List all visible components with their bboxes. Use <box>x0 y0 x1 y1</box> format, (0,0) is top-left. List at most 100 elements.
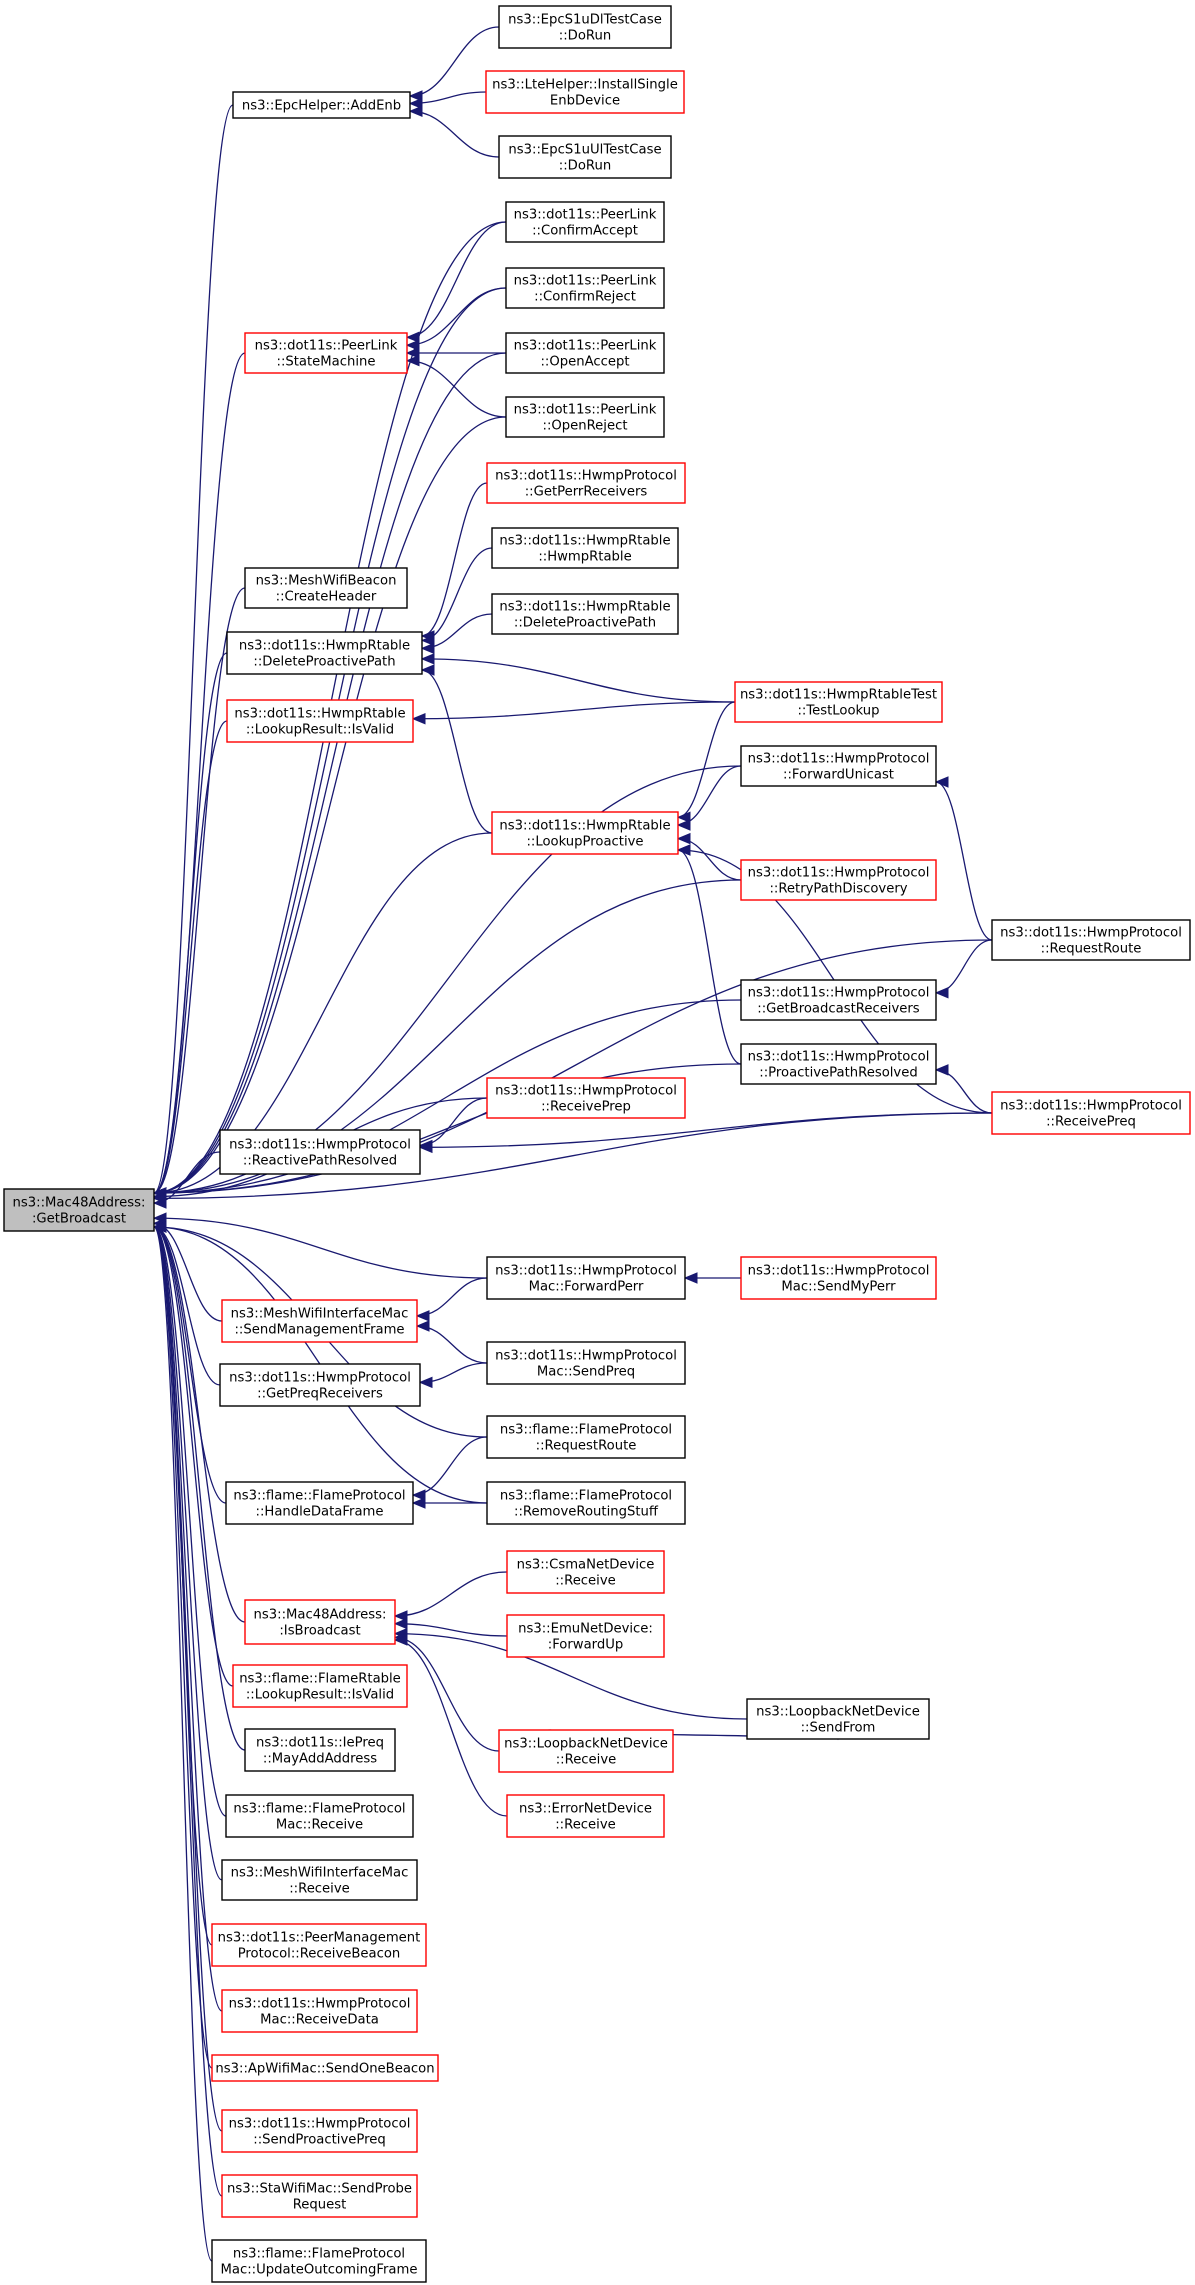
function-node[interactable]: ns3::flame::FlameRtable::LookupResult::I… <box>232 1664 408 1708</box>
arrowhead-icon <box>411 1489 426 1501</box>
node-box <box>3 1188 155 1232</box>
node-label: ::MayAddAddress <box>263 1752 377 1767</box>
function-node[interactable]: ns3::dot11s::HwmpProtocol::RetryPathDisc… <box>740 859 937 901</box>
node-label: ns3::dot11s::HwmpProtocol <box>495 469 677 484</box>
node-label: ::GetPerrReceivers <box>525 485 648 500</box>
call-edge <box>153 1226 223 2197</box>
node-box <box>498 5 672 49</box>
arrowhead-icon <box>415 1310 430 1322</box>
function-node[interactable]: ns3::dot11s::HwmpRtable::DeleteProactive… <box>226 631 423 675</box>
function-node[interactable]: ns3::dot11s::HwmpProtocol::GetBroadcastR… <box>740 979 937 1021</box>
function-node[interactable]: ns3::dot11s::HwmpRtable::DeleteProactive… <box>491 593 679 635</box>
function-node[interactable]: ns3::flame::FlameProtocol::HandleDataFra… <box>225 1481 414 1525</box>
node-label: ns3::dot11s::HwmpProtocol <box>495 1264 677 1279</box>
function-node[interactable]: ns3::dot11s::HwmpRtable::LookupResult::I… <box>226 699 414 743</box>
node-label: ns3::dot11s::HwmpProtocol <box>748 866 930 881</box>
node-label: ::Receive <box>556 1753 617 1768</box>
node-box <box>219 1129 421 1175</box>
node-label: ::RetryPathDiscovery <box>769 882 907 897</box>
function-node[interactable]: ns3::MeshWifiInterfaceMac::Receive <box>221 1859 418 1901</box>
node-label: ns3::dot11s::HwmpProtocol <box>229 1371 411 1386</box>
function-node[interactable]: ns3::flame::FlameProtocol::RequestRoute <box>486 1415 686 1459</box>
node-label: :GetBroadcast <box>32 1212 126 1227</box>
function-node[interactable]: ns3::EpcS1uDlTestCase::DoRun <box>498 5 672 49</box>
function-node[interactable]: ns3::dot11s::HwmpProtocol::RequestRoute <box>991 919 1191 961</box>
function-node[interactable]: ns3::MeshWifiInterfaceMac::SendManagemen… <box>221 1299 418 1343</box>
node-box <box>219 1363 421 1407</box>
node-label: ns3::dot11s::HwmpProtocol <box>495 1084 677 1099</box>
node-label: ::ReceivePreq <box>1046 1115 1136 1130</box>
node-box <box>491 527 679 569</box>
node-label: ::GetBroadcastReceivers <box>757 1002 920 1017</box>
node-label: ns3::ErrorNetDevice <box>519 1802 652 1817</box>
function-node[interactable]: ns3::LoopbackNetDevice::Receive <box>498 1729 674 1773</box>
call-edge <box>153 1226 234 1687</box>
node-label: ns3::flame::FlameProtocol <box>233 1489 405 1504</box>
node-box <box>221 2109 418 2153</box>
node-label: ::DeleteProactivePath <box>253 655 395 670</box>
node-label: ::ReactivePathResolved <box>243 1154 397 1169</box>
arrowhead-icon <box>393 1610 408 1622</box>
function-node[interactable]: ns3::dot11s::HwmpProtocol::GetPerrReceiv… <box>486 462 686 504</box>
function-node[interactable]: ns3::dot11s::HwmpRtable::HwmpRtable <box>491 527 679 569</box>
function-node[interactable]: ns3::dot11s::HwmpRtable::LookupProactive <box>491 811 679 855</box>
function-node[interactable]: ns3::dot11s::HwmpProtocolMac::ForwardPer… <box>486 1256 686 1300</box>
function-node[interactable]: ns3::ApWifiMac::SendOneBeacon <box>211 2054 439 2082</box>
node-box <box>498 135 672 179</box>
node-box <box>485 70 685 114</box>
node-box <box>505 396 665 438</box>
function-node[interactable]: ns3::dot11s::HwmpProtocol::ProactivePath… <box>740 1043 937 1085</box>
call-edge <box>406 287 507 346</box>
call-edge <box>153 652 228 1194</box>
function-node[interactable]: ns3::flame::FlameProtocol::RemoveRouting… <box>486 1481 686 1525</box>
node-box <box>486 462 686 504</box>
node-label: ns3::dot11s::HwmpRtable <box>239 639 410 654</box>
call-edge <box>406 221 507 338</box>
function-node[interactable]: ns3::ErrorNetDevice::Receive <box>506 1794 665 1838</box>
function-node[interactable]: ns3::dot11s::HwmpRtableTest::TestLookup <box>734 681 943 723</box>
call-edge <box>153 1217 488 1279</box>
node-box <box>740 859 937 901</box>
node-label: EnbDevice <box>550 94 620 109</box>
node-label: ns3::dot11s::HwmpProtocol <box>748 1264 930 1279</box>
function-node[interactable]: ns3::dot11s::PeerManagementProtocol::Rec… <box>211 1923 427 1967</box>
function-node[interactable]: ns3::EpcHelper::AddEnb <box>232 91 411 119</box>
function-node[interactable]: ns3::dot11s::HwmpProtocol::ReactivePathR… <box>219 1129 421 1175</box>
function-node[interactable]: ns3::dot11s::PeerLink::ConfirmAccept <box>505 201 665 243</box>
node-label: ns3::LoopbackNetDevice <box>504 1737 668 1752</box>
function-node[interactable]: ns3::dot11s::PeerLink::OpenReject <box>505 396 665 438</box>
call-edge <box>406 360 507 418</box>
arrowhead-icon <box>934 1064 949 1076</box>
function-node[interactable]: ns3::dot11s::HwmpProtocolMac::ReceiveDat… <box>221 1989 418 2033</box>
function-node[interactable]: ns3::MeshWifiBeacon::CreateHeader <box>244 567 408 609</box>
node-label: ns3::MeshWifiInterfaceMac <box>231 1307 409 1322</box>
function-node[interactable]: ns3::dot11s::PeerLink::StateMachine <box>244 332 408 374</box>
function-node[interactable]: ns3::EpcS1uUlTestCase::DoRun <box>498 135 672 179</box>
node-box <box>486 1256 686 1300</box>
function-node[interactable]: ns3::LoopbackNetDevice::SendFrom <box>746 1698 930 1740</box>
function-node[interactable]: ns3::CsmaNetDevice::Receive <box>506 1550 665 1594</box>
function-node[interactable]: ns3::EmuNetDevice::ForwardUp <box>506 1614 665 1658</box>
function-node[interactable]: ns3::Mac48Address::GetBroadcast <box>3 1188 155 1232</box>
arrowhead-icon <box>418 1376 433 1389</box>
function-node[interactable]: ns3::dot11s::IePreq::MayAddAddress <box>244 1728 396 1772</box>
function-node[interactable]: ns3::dot11s::HwmpProtocol::ReceivePreq <box>991 1091 1191 1135</box>
arrowhead-icon <box>420 653 435 665</box>
function-node[interactable]: ns3::dot11s::PeerLink::OpenAccept <box>505 332 665 374</box>
function-node[interactable]: ns3::dot11s::HwmpProtocol::ForwardUnicas… <box>740 745 937 787</box>
function-node[interactable]: ns3::Mac48Address::IsBroadcast <box>244 1599 396 1645</box>
arrowhead-icon <box>408 97 423 110</box>
call-edge <box>421 482 488 637</box>
function-node[interactable]: ns3::dot11s::HwmpProtocol::SendProactive… <box>221 2109 418 2153</box>
function-node[interactable]: ns3::dot11s::HwmpProtocol::GetPreqReceiv… <box>219 1363 421 1407</box>
function-node[interactable]: ns3::flame::FlameProtocolMac::UpdateOutc… <box>211 2239 427 2283</box>
node-label: ns3::dot11s::PeerLink <box>514 339 657 354</box>
function-node[interactable]: ns3::dot11s::HwmpProtocol::ReceivePrep <box>486 1077 686 1119</box>
function-node[interactable]: ns3::dot11s::PeerLink::ConfirmReject <box>505 267 665 309</box>
node-label: ::LookupResult::IsValid <box>246 723 394 738</box>
